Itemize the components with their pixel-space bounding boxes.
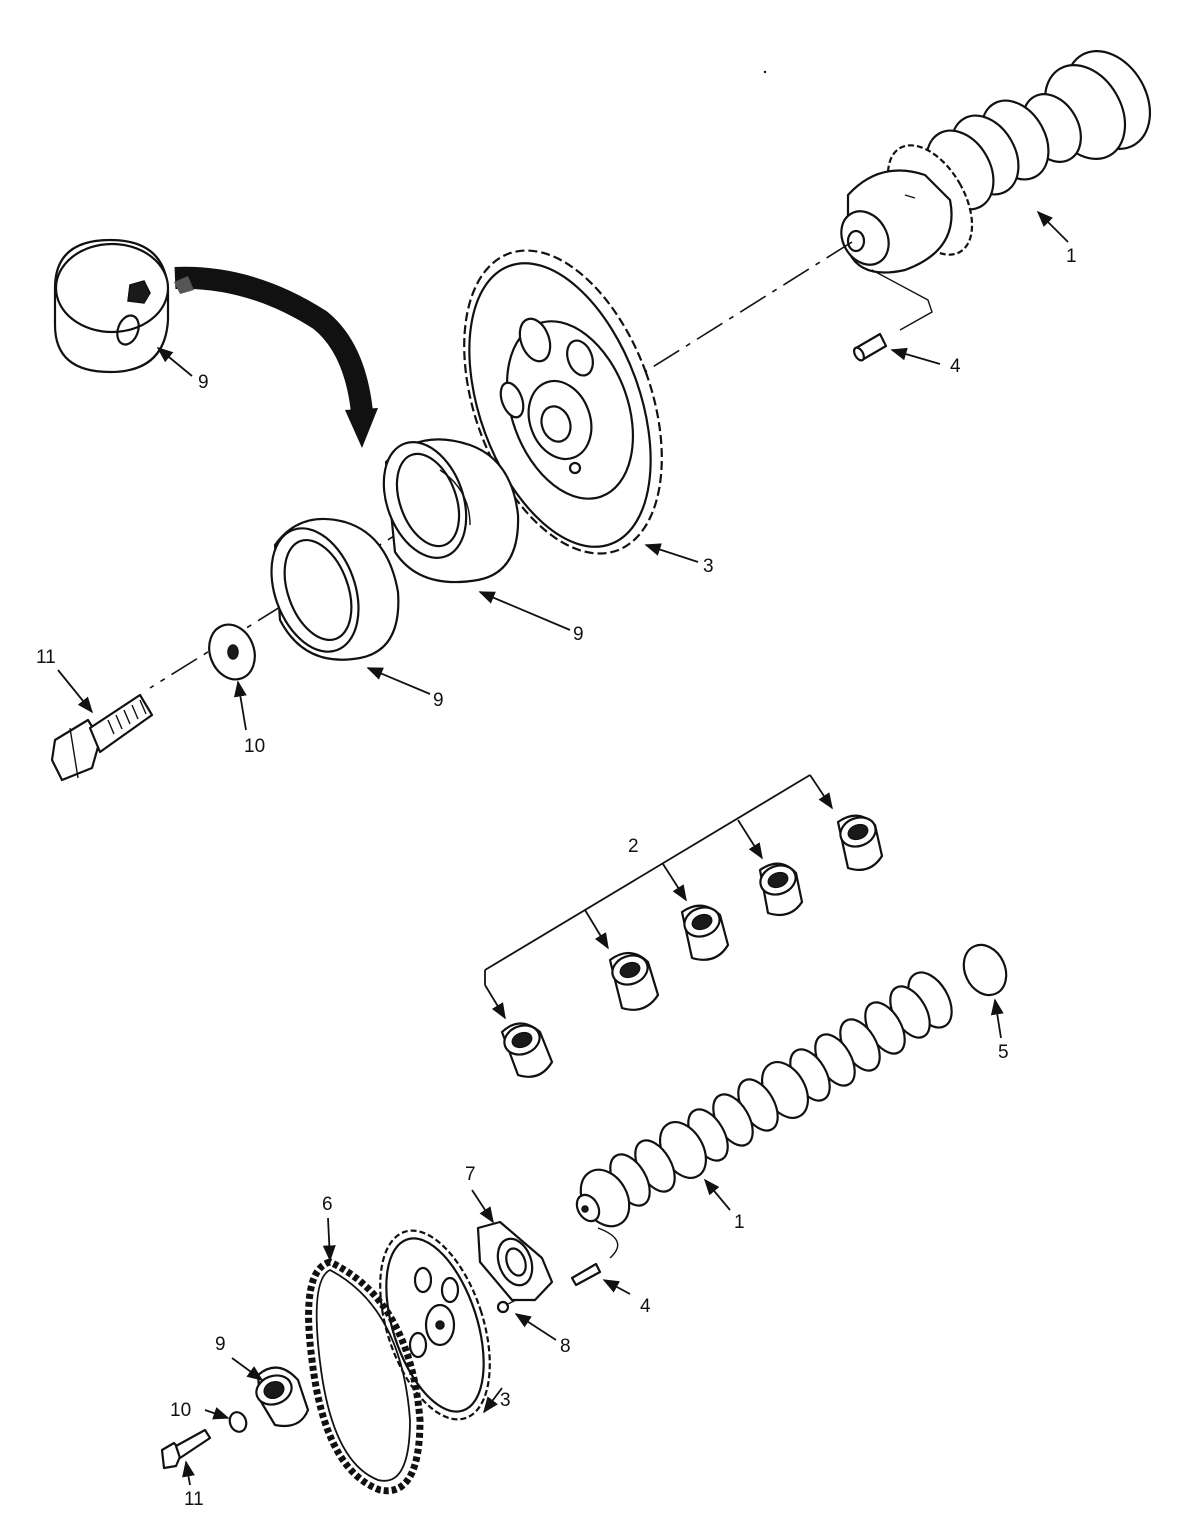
callout-top-9-cap: 9: [198, 372, 209, 393]
callout-top-4: 4: [950, 356, 961, 377]
cam-sprocket: [463, 249, 663, 555]
callout-bottom-3: 3: [500, 1390, 511, 1411]
bearing-2: [608, 951, 660, 1011]
callout-top-11: 11: [36, 647, 56, 668]
camshaft-front-end: [840, 50, 1152, 274]
thrust-plate: [476, 1220, 554, 1302]
callout-top-3: 3: [703, 556, 714, 577]
callout-top-1: 1: [1066, 246, 1077, 267]
fuel-pump-eccentric: [255, 1366, 310, 1428]
washer-small: [228, 1411, 248, 1433]
stray-mark: [763, 70, 767, 74]
callout-top-9-rear: 9: [573, 624, 584, 645]
callout-bottom-4: 4: [640, 1296, 651, 1317]
washer: [208, 623, 256, 681]
bearing-3: [680, 904, 730, 961]
callout-bottom-1: 1: [734, 1212, 745, 1233]
callout-bottom-9: 9: [215, 1334, 226, 1355]
camshaft: [575, 971, 953, 1228]
callout-bottom-11: 11: [184, 1489, 204, 1510]
timing-chain: [305, 1258, 424, 1495]
camshaft-bearings: [500, 814, 884, 1078]
callout-bottom-8: 8: [560, 1336, 571, 1357]
callout-bottom-10: 10: [170, 1400, 191, 1421]
bearing-5: [836, 814, 884, 871]
bearing-4: [758, 862, 804, 917]
callout-top-10: 10: [244, 736, 265, 757]
dowel-pin: [852, 269, 933, 362]
cam-sprocket-small: [379, 1229, 491, 1421]
eccentric-ring-front: [270, 517, 400, 661]
bearing-callout-bracket: [484, 774, 833, 1020]
camshaft-rear-plug: [962, 943, 1008, 997]
thrust-plate-screw: [496, 1299, 517, 1314]
callout-top-9-front: 9: [433, 690, 444, 711]
eccentric-ring-rear: [382, 438, 520, 584]
callout-bottom-2: 2: [628, 836, 639, 857]
bearing-1: [500, 1022, 554, 1078]
camshaft-bolt-small: [160, 1428, 212, 1470]
dowel-pin-small: [570, 1227, 619, 1287]
fuel-pump-eccentric-detail: [53, 238, 378, 448]
callout-bottom-7: 7: [465, 1164, 476, 1185]
callout-bottom-5: 5: [998, 1042, 1009, 1063]
camshaft-bolt: [50, 693, 154, 782]
callout-bottom-6: 6: [322, 1194, 333, 1215]
